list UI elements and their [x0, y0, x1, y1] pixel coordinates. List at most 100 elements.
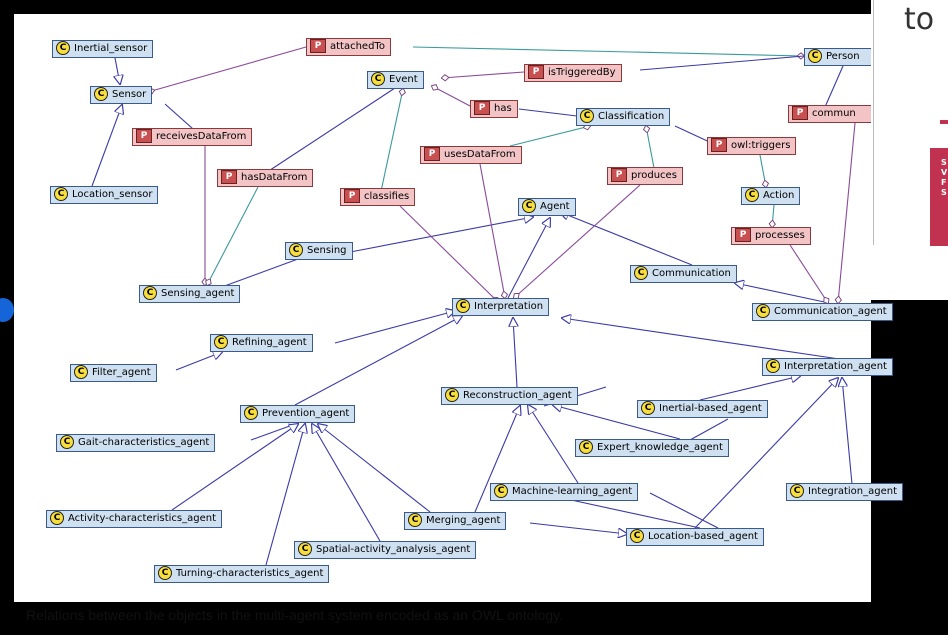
edge-hasdatafrom-event — [257, 87, 396, 179]
edge-usesdatafrom-interpretation — [479, 163, 505, 298]
class-label: Action — [763, 190, 795, 201]
class-icon: C — [214, 335, 228, 349]
class-label: Sensing_agent — [161, 288, 235, 299]
class-node-sensing[interactable]: C Sensing — [285, 242, 353, 260]
edge-inertial-to-sensor — [115, 57, 120, 84]
edge-expert-to-reconstruction — [553, 405, 681, 440]
edge-has-event — [432, 86, 473, 108]
class-icon: C — [289, 243, 303, 257]
edge-sensing-to-agent — [344, 217, 533, 254]
scroll-marker-dot[interactable] — [0, 298, 14, 322]
class-icon: C — [74, 365, 88, 379]
adjacent-page-text: to — [904, 2, 935, 37]
property-icon: P — [792, 106, 808, 120]
property-label: classifies — [364, 191, 410, 202]
edge-processes-comm-agent — [789, 244, 828, 303]
edge-attached-to-sensor — [148, 46, 307, 92]
edge-merging-to-reconstruction — [474, 406, 520, 513]
edge-triggered-by-person — [639, 55, 805, 71]
class-node-refining-agent[interactable]: C Refining_agent — [210, 334, 313, 352]
class-icon: C — [756, 304, 770, 318]
edge-ml-location-2 — [561, 497, 701, 529]
class-label: Prevention_agent — [262, 408, 350, 419]
edge-spatial-to-prevention — [312, 424, 381, 542]
class-label: Classification — [598, 111, 665, 122]
class-label: Agent — [540, 201, 570, 212]
dark-border-top — [0, 0, 871, 14]
property-label: hasDataFrom — [241, 172, 308, 183]
class-node-integration-agent[interactable]: C Integration_agent — [786, 483, 903, 501]
figure-caption: Relations between the objects in the mul… — [26, 607, 563, 623]
class-label: Event — [389, 74, 418, 85]
class-label: Inertial-based_agent — [659, 403, 762, 414]
class-label: Sensing — [307, 245, 347, 256]
class-icon: C — [298, 542, 312, 556]
class-label: Communication — [652, 268, 731, 279]
property-label: owl:triggers — [731, 140, 791, 151]
class-node-gait-characteristics-agent[interactable]: C Gait-characteristics_agent — [56, 434, 216, 452]
class-icon: C — [641, 401, 655, 415]
edge-refining-to-interpretation — [334, 311, 455, 344]
edge-merging-to-prevention — [318, 424, 431, 513]
edge-filter-to-refining — [175, 352, 222, 371]
property-icon: P — [310, 39, 326, 53]
class-label: Integration_agent — [808, 486, 897, 497]
class-icon: C — [371, 72, 385, 86]
edge-ml-to-location-based — [649, 492, 719, 529]
class-label: Gait-characteristics_agent — [78, 437, 210, 448]
edge-interp-agent-to-interpretation — [562, 318, 847, 361]
class-node-event[interactable]: C Event — [367, 71, 424, 89]
property-label: attachedTo — [330, 41, 385, 52]
property-icon: P — [735, 228, 751, 242]
class-label: Interpretation — [474, 301, 544, 312]
property-icon: P — [611, 168, 627, 182]
class-icon: C — [766, 359, 780, 373]
edge-produces-classification — [646, 126, 655, 169]
edge-hasdatafrom-sensing-agent — [207, 186, 259, 285]
class-icon: C — [54, 187, 68, 201]
class-icon: C — [494, 484, 508, 498]
property-label: receivesDataFrom — [156, 131, 247, 142]
edge-inertial-based-to-interp-agent — [699, 376, 800, 401]
page-divider — [873, 0, 874, 245]
edge-classifies-event — [379, 89, 403, 197]
class-icon: C — [60, 435, 74, 449]
class-label: Refining_agent — [232, 337, 307, 348]
edge-expert-to-inertial-based — [689, 418, 729, 441]
class-icon: C — [790, 484, 804, 498]
class-node-inertial-based-agent[interactable]: C Inertial-based_agent — [637, 400, 768, 418]
